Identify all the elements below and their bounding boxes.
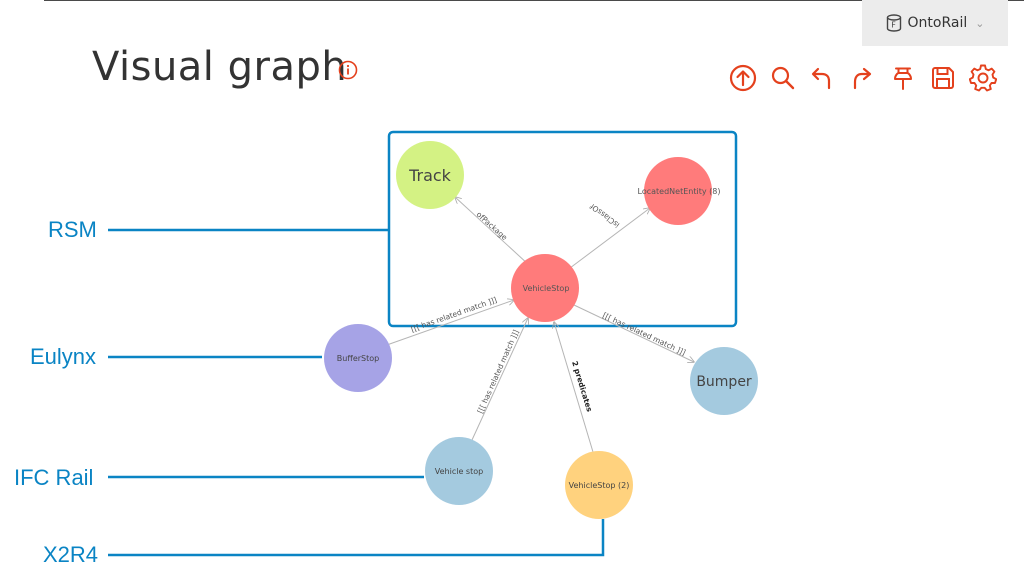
edge-of-package [455,197,530,266]
edge-match-vehicle [471,318,528,441]
node-label: BufferStop [337,354,379,363]
node-label: VehicleStop [523,284,570,293]
edge-match-buffer [383,300,514,347]
edge-label-is-class-of: isClassOf [588,202,621,230]
top-divider [44,0,1024,1]
callout-rsm: RSM [48,217,97,242]
callout-line-x2r4 [108,519,605,557]
settings-button[interactable] [967,62,999,94]
undo-button[interactable] [807,62,839,94]
graph-node-located-net-entity[interactable]: LocatedNetEntity (8) [638,157,721,225]
node-label: Track [408,166,452,185]
page-title: Visual graph [92,44,348,90]
node-label: Vehicle stop [435,467,483,476]
graph-node-bumper[interactable]: Bumper [690,347,758,415]
repository-icon: F [886,14,902,32]
edge-predicates [554,322,594,453]
edge-label-of-package: ofPackage [475,210,510,243]
pin-button[interactable] [887,62,919,94]
save-icon [932,67,954,89]
graph-edges [383,197,694,453]
graph-node-vehicle-stop-x2r4[interactable]: VehicleStop (2) [565,451,633,519]
redo-button[interactable] [847,62,879,94]
undo-icon [811,67,831,90]
callout-ifc-rail: IFC Rail [14,465,94,490]
search-button[interactable] [767,62,799,94]
redo-icon [853,67,872,90]
graph-node-track[interactable]: Track [396,141,464,209]
callout-eulynx: Eulynx [30,344,97,369]
edge-label-match-buffer: [[[ has related match ]]] [410,295,498,334]
graph-node-vehicle-stop-rsm[interactable]: VehicleStop [511,254,579,322]
search-icon [771,66,795,90]
info-icon[interactable] [337,59,359,81]
callout-x2r4: X2R4 [43,542,99,567]
repository-name: OntoRail [907,15,968,31]
edge-is-class-of [569,208,650,269]
upload-circle-icon [729,64,757,92]
edge-match-bumper [573,304,694,362]
node-label: VehicleStop (2) [569,481,630,490]
callout-lines [108,228,605,557]
graph-node-buffer-stop[interactable]: BufferStop [324,324,392,392]
chevron-down-icon: ⌄ [975,17,985,30]
export-graph-button[interactable] [727,62,759,94]
graph-toolbar [727,62,1007,94]
svg-text:F: F [891,21,896,30]
edge-label-match-bumper: [[[ has related match ]]] [601,311,687,357]
save-button[interactable] [927,62,959,94]
repository-selector[interactable]: F OntoRail ⌄ [862,0,1008,46]
node-label: Bumper [696,374,752,390]
gear-icon [969,64,997,92]
graph-node-vehicle-stop-ifc[interactable]: Vehicle stop [425,437,493,505]
node-label: LocatedNetEntity (8) [638,187,721,196]
edge-label-match-vehicle: [[[ has related match ]]] [476,328,521,414]
pin-icon [894,67,912,90]
